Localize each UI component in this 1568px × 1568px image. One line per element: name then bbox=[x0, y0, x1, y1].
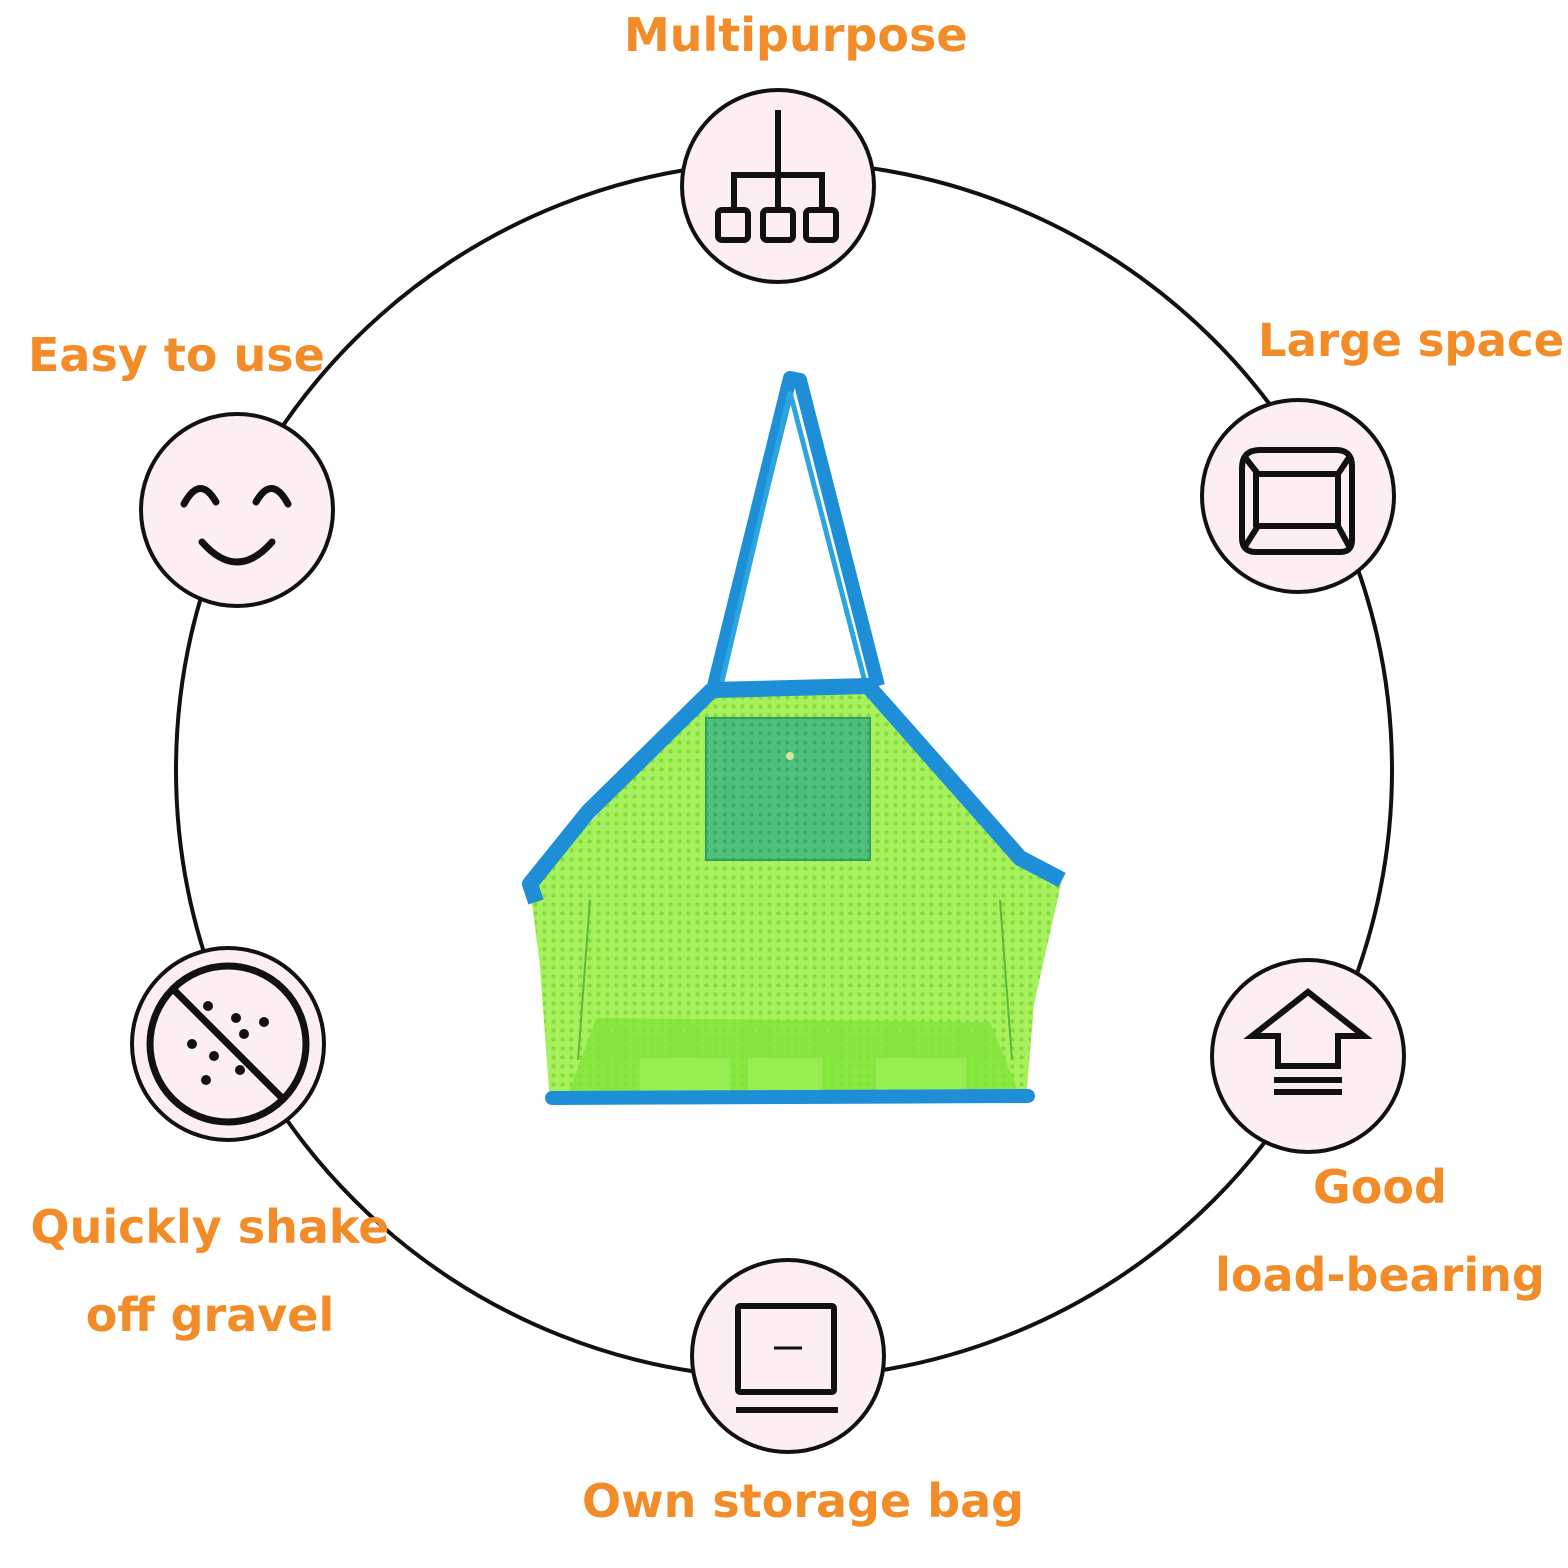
label-quickly-shake-line1: Quickly shake bbox=[30, 1200, 390, 1254]
label-good-load-bearing: Good load-bearing bbox=[1210, 1164, 1550, 1298]
label-own-storage-bag: Own storage bag bbox=[582, 1474, 1025, 1528]
no-gravel-icon bbox=[130, 946, 326, 1142]
hierarchy-icon bbox=[680, 88, 876, 284]
label-large-space: Large space bbox=[1258, 314, 1565, 367]
mesh-bag-image bbox=[522, 371, 1066, 1105]
load-arrow-icon bbox=[1210, 958, 1406, 1154]
label-easy-to-use: Easy to use bbox=[28, 328, 325, 382]
label-good-load-line2: load-bearing bbox=[1215, 1248, 1545, 1302]
cube-icon bbox=[1200, 398, 1396, 594]
storage-box-icon bbox=[690, 1258, 886, 1454]
label-quickly-shake-line2: off gravel bbox=[85, 1288, 335, 1342]
label-multipurpose: Multipurpose bbox=[624, 8, 968, 62]
label-quickly-shake: Quickly shake off gravel bbox=[20, 1204, 400, 1338]
smile-icon bbox=[139, 412, 335, 608]
label-good-load-line1: Good bbox=[1313, 1160, 1447, 1214]
